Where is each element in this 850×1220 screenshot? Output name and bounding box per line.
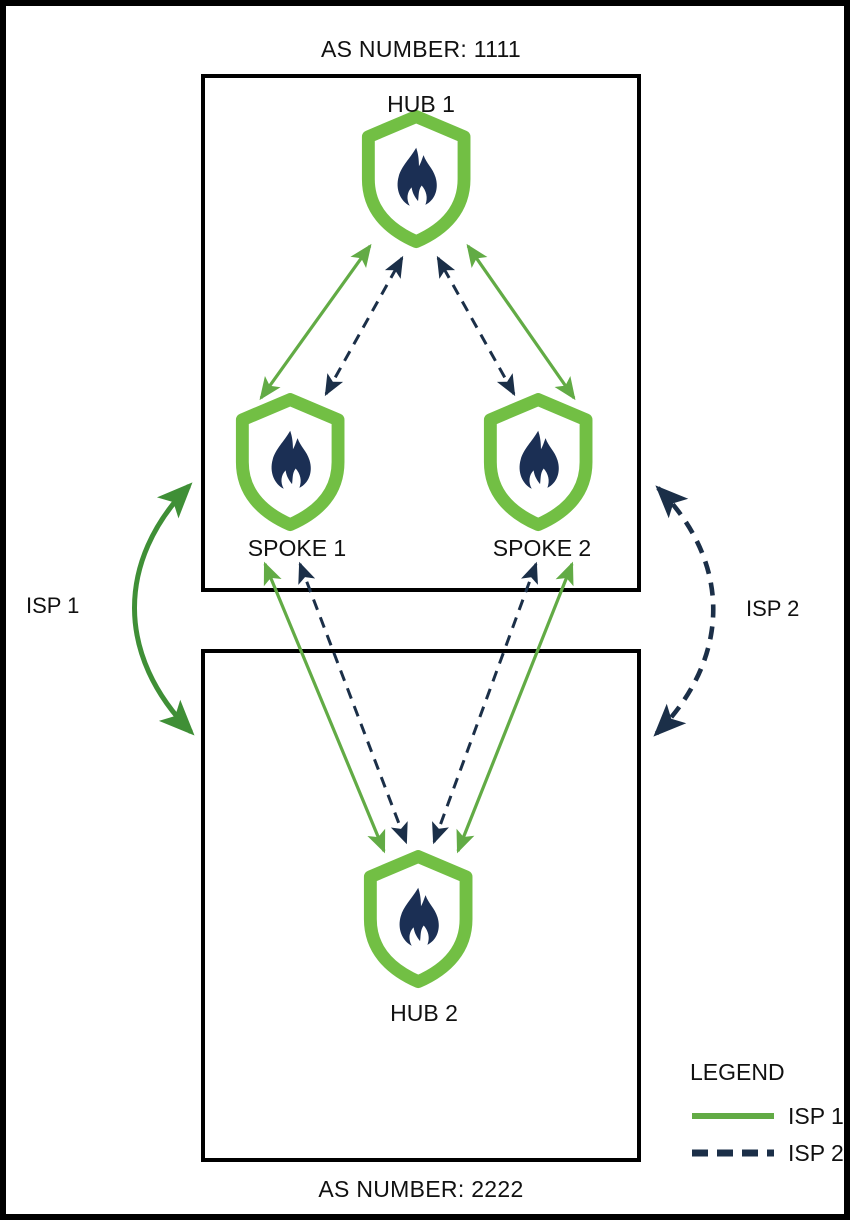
isp2-arc xyxy=(653,485,716,737)
legend-item-isp1-label: ISP 1 xyxy=(788,1103,844,1129)
spoke-2-label: SPOKE 2 xyxy=(492,535,592,561)
link-spoke1-hub2-isp1 xyxy=(263,561,386,854)
isp1-arc xyxy=(132,482,195,736)
link-spoke2-hub2-isp2 xyxy=(432,561,538,845)
link-spoke2-hub2-isp1 xyxy=(456,561,574,854)
as-number-bottom-label: AS NUMBER: 2222 xyxy=(318,1176,524,1202)
as-zone-2222-box xyxy=(201,649,641,1162)
connection-arrows-layer xyxy=(132,6,774,1157)
link-spoke2-hub1-isp2 xyxy=(436,255,516,397)
spoke-1-label: SPOKE 1 xyxy=(247,535,347,561)
hub-2-label: HUB 2 xyxy=(390,1000,458,1026)
as-zone-1111-box xyxy=(201,74,641,592)
isp-1-label: ISP 1 xyxy=(26,593,80,618)
spoke-2-icon xyxy=(490,400,586,525)
isp-2-label: ISP 2 xyxy=(746,596,800,621)
hub-2-icon xyxy=(370,857,466,982)
hub-1-label: HUB 1 xyxy=(387,91,455,117)
hub-1-icon xyxy=(368,117,464,242)
spoke-1-icon xyxy=(242,400,338,525)
legend-item-isp2-label: ISP 2 xyxy=(788,1140,844,1166)
link-spoke1-hub1-isp2 xyxy=(324,255,404,397)
legend-title: LEGEND xyxy=(690,1059,785,1085)
link-spoke1-hub2-isp2 xyxy=(298,561,408,845)
as-number-top-label: AS NUMBER: 1111 xyxy=(320,36,522,62)
link-spoke2-hub1-isp1 xyxy=(466,243,576,401)
link-spoke1-hub1-isp1 xyxy=(259,243,372,401)
